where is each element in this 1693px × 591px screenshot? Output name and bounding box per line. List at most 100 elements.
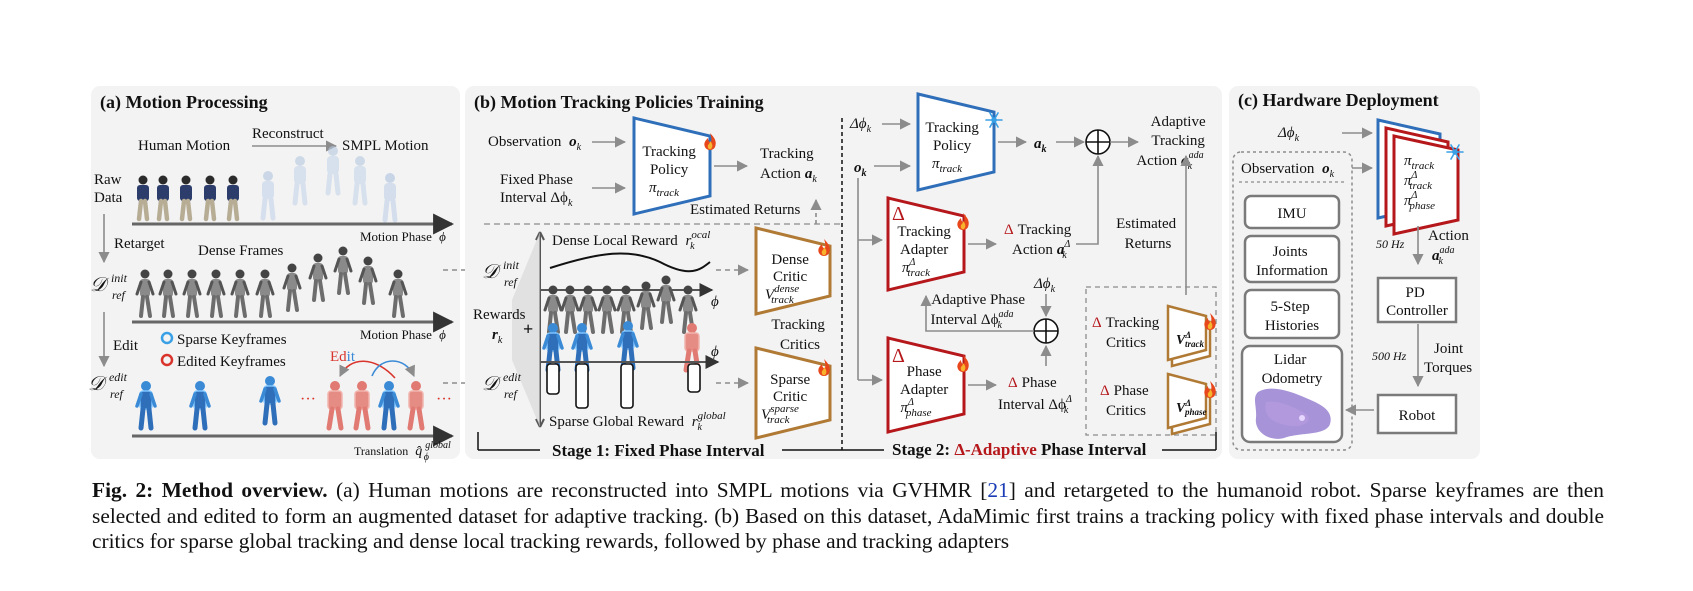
sparse-keyframes-label: Sparse Keyframes bbox=[177, 332, 287, 348]
sparse-keyframes-marker bbox=[160, 331, 174, 345]
sparse-reward-bar-2 bbox=[575, 363, 589, 409]
reward-funnel bbox=[512, 232, 540, 427]
sparse-reward-bar-3 bbox=[620, 363, 634, 409]
deployed-policy-card-1 bbox=[1392, 134, 1460, 236]
edited-keyframes-label: Edited Keyframes bbox=[177, 354, 286, 370]
raw-data-label: Raw Data bbox=[94, 172, 125, 206]
pd-controller-box bbox=[1376, 276, 1458, 324]
phase-adapter-block bbox=[886, 336, 966, 434]
smpl-motion-label: SMPL Motion bbox=[342, 138, 429, 154]
dense-local-reward-label: Dense Local Reward rocal k bbox=[552, 226, 714, 252]
caption-part1: (a) Human motions are reconstructed into… bbox=[327, 478, 988, 502]
sparse-global-reward-label: Sparse Global Reward rglobal k bbox=[549, 407, 729, 433]
retarget-label: Retarget bbox=[114, 236, 165, 252]
plus-sign: + bbox=[523, 319, 533, 339]
panel-a-title: (a) Motion Processing bbox=[100, 92, 268, 113]
estimated-returns-2-label: Estimated Returns bbox=[1116, 216, 1180, 252]
svg-text:ϕ: ϕ bbox=[711, 344, 719, 360]
joints-information-box bbox=[1243, 234, 1341, 284]
fixed-phase-interval-label: Fixed Phase Interval Δϕk bbox=[500, 172, 577, 209]
c-delta-phi-label: Δϕk bbox=[1277, 125, 1300, 144]
observation-group bbox=[1232, 151, 1353, 451]
freq-500-label: 500 Hz bbox=[1372, 349, 1407, 363]
caption-ref-link[interactable]: 21 bbox=[987, 478, 1009, 502]
dense-reward-curve bbox=[549, 252, 711, 273]
a-k-label: ak bbox=[1034, 136, 1047, 155]
panel-b-title: (b) Motion Tracking Policies Training bbox=[474, 92, 764, 113]
panel-b-policy-training: (b) Motion Tracking Policies Training Ob… bbox=[465, 86, 1222, 460]
edit-annotation: Edit bbox=[330, 349, 356, 365]
phase-adapter-delta: Δ bbox=[892, 345, 905, 367]
rewards-label: Rewards rk bbox=[473, 307, 529, 346]
motion-phase-label-2: Motion Phase ϕ bbox=[360, 327, 446, 342]
svg-text:···: ··· bbox=[436, 391, 452, 408]
stage1-label: Stage 1: Fixed Phase Interval bbox=[552, 441, 765, 460]
c-observation-label: Observation ok bbox=[1241, 161, 1335, 180]
edit-label: Edit bbox=[113, 338, 139, 354]
panel-c-title: (c) Hardware Deployment bbox=[1238, 90, 1439, 111]
o-k-label: ok bbox=[854, 160, 867, 179]
dense-critic-block bbox=[754, 226, 832, 316]
caption-label: Fig. 2: Method overview. bbox=[92, 478, 328, 502]
human-motion-label: Human Motion bbox=[138, 138, 231, 154]
tracking-adapter-delta: Δ bbox=[892, 203, 905, 225]
edited-keyframes-robots: ··· ··· bbox=[137, 376, 452, 428]
adaptive-phase-delta-phi: Δϕk bbox=[1033, 276, 1056, 295]
reconstruct-label: Reconstruct bbox=[252, 126, 324, 142]
sparse-critic-block bbox=[754, 346, 832, 440]
svg-text:···: ··· bbox=[300, 391, 316, 408]
stage2-label: Stage 2: Δ-Adaptive Phase Interval bbox=[892, 440, 1147, 459]
oplus-icon-2 bbox=[1033, 318, 1059, 344]
translation-label: Translation q̂ global ϕ bbox=[354, 437, 454, 463]
freq-50-label: 50 Hz bbox=[1376, 237, 1405, 251]
joint-torques-label: Joint Torques bbox=[1424, 341, 1472, 376]
delta-critics-group bbox=[1085, 286, 1217, 436]
sparse-reward-bar-1 bbox=[546, 363, 560, 395]
d-init-ref-b: 𝒟 init ref bbox=[482, 252, 524, 289]
motion-phase-label-1: Motion Phase ϕ bbox=[360, 229, 446, 244]
sparse-reward-bar-4 bbox=[687, 363, 701, 393]
svg-text:IMU: IMU bbox=[1277, 206, 1306, 222]
d-init-ref-label: 𝒟 init ref bbox=[90, 265, 132, 302]
d-edit-ref-b: 𝒟 edit ref bbox=[482, 364, 526, 401]
robot-box bbox=[1376, 393, 1458, 435]
histories-box bbox=[1243, 288, 1341, 340]
svg-text:Lidar Odometry: Lidar Odometry bbox=[1262, 352, 1323, 387]
d-edit-ref-label: 𝒟 edit ref bbox=[88, 364, 132, 401]
svg-text:PD Controller: PD Controller bbox=[1386, 285, 1448, 319]
panel-c-hardware-deployment: (c) Hardware Deployment Δϕk Observation … bbox=[1229, 86, 1480, 459]
dense-frames-label: Dense Frames bbox=[198, 243, 284, 259]
estimated-returns-label: Estimated Returns bbox=[690, 202, 801, 218]
panel-a-motion-processing: (a) Motion Processing Human Motion Recon… bbox=[88, 86, 480, 463]
observation-label: Observation ok bbox=[488, 134, 582, 153]
frozen-tracking-policy-label: Tracking Policy πtrack bbox=[925, 120, 982, 175]
frozen-tracking-policy-block bbox=[916, 92, 996, 192]
svg-text:Joints Information: Joints Information bbox=[1256, 244, 1328, 279]
svg-text:ϕ: ϕ bbox=[711, 294, 719, 310]
caption-part2: ] and retargeted to the humanoid robot. … bbox=[92, 478, 1604, 553]
tracking-critics-label: Tracking Critics bbox=[771, 317, 828, 353]
lidar-map-image bbox=[1254, 388, 1331, 439]
svg-text:5-Step Histories: 5-Step Histories bbox=[1265, 299, 1319, 334]
tracking-policy-label: Tracking Policy πtrack bbox=[642, 144, 699, 199]
delta-phi-k-label: Δϕk bbox=[849, 116, 872, 135]
figure-caption: Fig. 2: Method overview. (a) Human motio… bbox=[92, 478, 1604, 555]
tracking-adapter-block bbox=[886, 196, 966, 292]
svg-text:Robot: Robot bbox=[1399, 408, 1437, 424]
edited-keyframes-marker bbox=[160, 353, 174, 367]
tracking-policy-block bbox=[632, 116, 712, 216]
